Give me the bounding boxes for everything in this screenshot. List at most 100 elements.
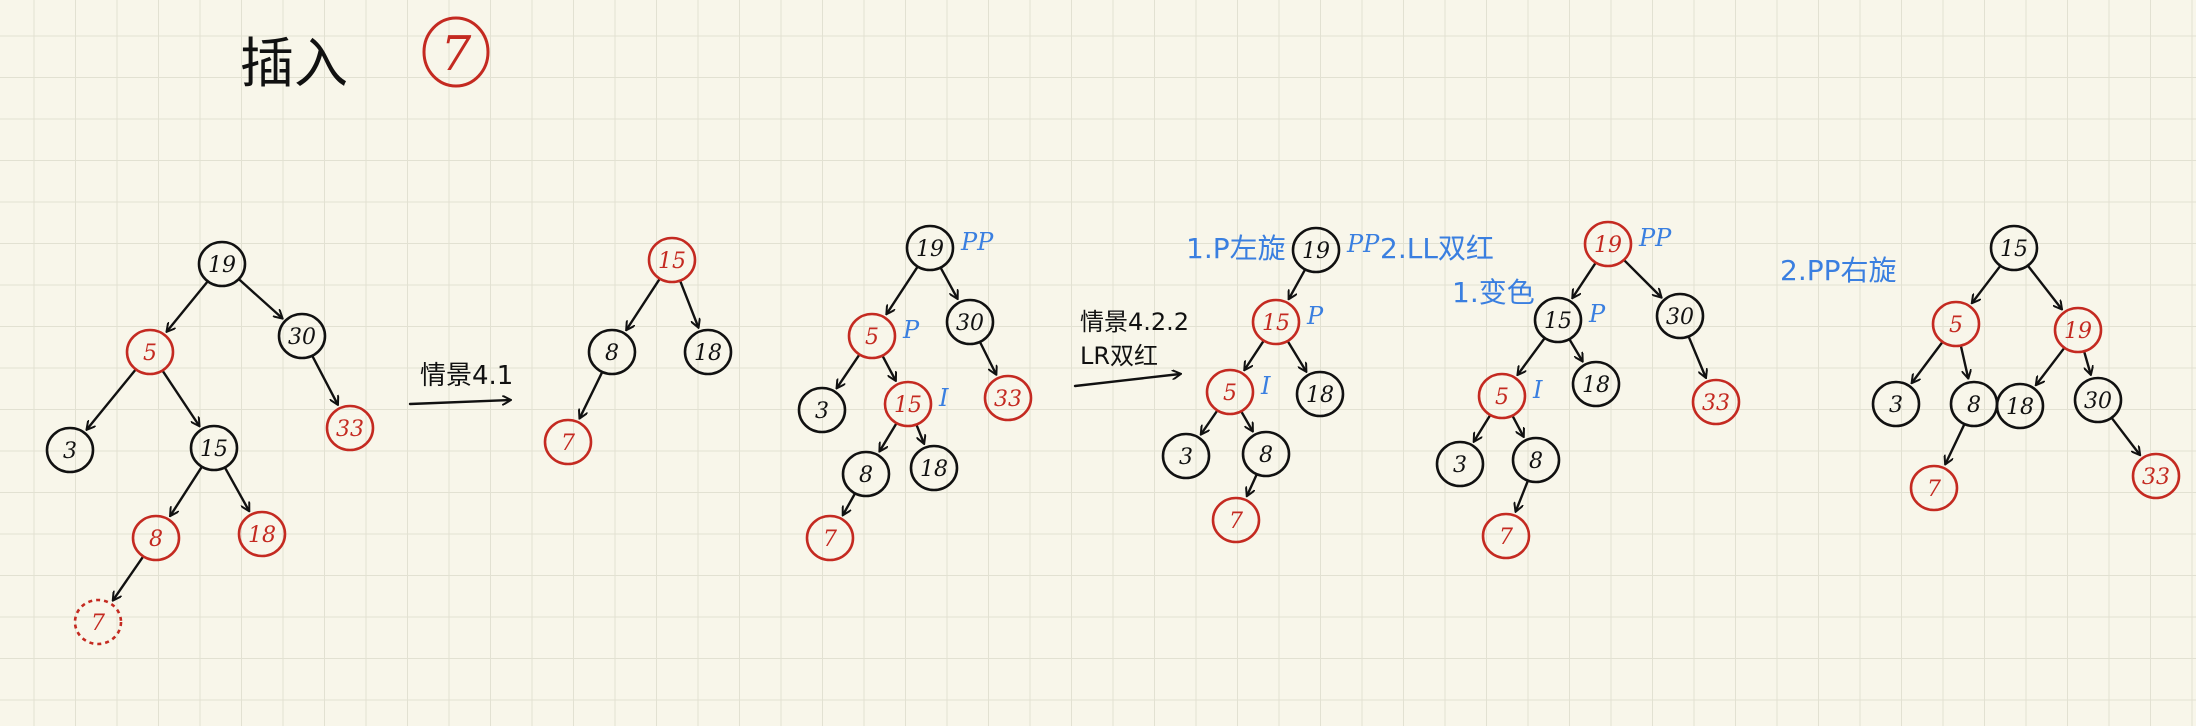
node-circle: [73, 598, 123, 646]
tree-edge: [843, 492, 856, 515]
tree-edge: [2027, 264, 2061, 309]
step-pp-right-rotate: 2.PP右旋: [1780, 254, 1897, 287]
node-circle: [131, 514, 181, 562]
node-role-tag: PP: [960, 228, 994, 256]
node-circle: [1583, 220, 1633, 268]
tree-edge: [1946, 423, 1966, 464]
node-circle: [797, 386, 847, 434]
tree-node: 5: [1931, 300, 1981, 348]
node-label: 5: [1495, 385, 1509, 410]
tree-node: 15: [1989, 224, 2039, 272]
tree-edge: [1247, 473, 1258, 496]
tree-edge: [1573, 262, 1597, 297]
node-role-tag: I: [938, 384, 949, 412]
tree-node: 33: [1691, 378, 1741, 426]
tree-edge: [837, 353, 861, 388]
node-circle: [683, 328, 733, 376]
node-label: 5: [1949, 313, 1963, 338]
node-circle: [1161, 432, 1211, 480]
node-label: 8: [1967, 393, 1981, 418]
node-circle: [841, 450, 891, 498]
node-role-tag: P: [1306, 302, 1324, 330]
node-circle: [197, 240, 247, 288]
tree-node: 8: [587, 328, 637, 376]
node-role-tag: I: [1532, 376, 1543, 404]
node-circle: [1211, 496, 1261, 544]
node-circle: [1655, 292, 1705, 340]
node-circle: [1477, 372, 1527, 420]
tree-node: 19 PP: [1291, 226, 1380, 274]
tree-edge: [311, 355, 338, 404]
node-label: 19: [1302, 239, 1330, 264]
node-label: 7: [1229, 509, 1243, 534]
tree-edge: [1623, 259, 1661, 297]
node-label: 19: [2064, 319, 2092, 344]
node-label: 15: [894, 393, 922, 418]
node-label: 30: [1666, 305, 1694, 330]
node-label: 7: [91, 611, 105, 636]
node-role-tag: I: [1260, 372, 1271, 400]
tree-edge: [1568, 338, 1583, 361]
tree-node: 5: [125, 328, 175, 376]
tree-edge: [979, 341, 996, 374]
node-circle: [277, 312, 327, 360]
node-circle: [1295, 370, 1345, 418]
tree-edge: [167, 280, 209, 331]
tree-edge: [1912, 341, 1944, 382]
tree-edge: [1972, 265, 2002, 302]
node-label: 8: [859, 463, 873, 488]
tree-edge: [1511, 415, 1524, 436]
node-label: 30: [2084, 389, 2112, 414]
node-circle: [905, 224, 955, 272]
tree-node: 3: [1435, 440, 1485, 488]
node-label: 15: [1544, 309, 1572, 334]
node-role-tag: PP: [1638, 224, 1672, 252]
tree-node: 7: [1211, 496, 1261, 544]
tree-node: 30: [277, 312, 327, 360]
node-label: 5: [143, 341, 157, 366]
node-circle: [543, 418, 593, 466]
node-role-tag: PP: [1346, 230, 1380, 258]
tree-node: 18: [683, 328, 733, 376]
tree-node: 7: [73, 598, 123, 646]
tree-node: 7: [543, 418, 593, 466]
node-circle: [945, 298, 995, 346]
node-circle: [805, 514, 855, 562]
tree-edge: [1289, 268, 1306, 298]
node-label: 30: [956, 311, 984, 336]
node-circle: [1533, 296, 1583, 344]
node-circle: [1205, 368, 1255, 416]
node-circle: [1511, 436, 1561, 484]
tree-edge: [1474, 414, 1492, 441]
node-circle: [2073, 376, 2123, 424]
tree-node: 18: [909, 444, 959, 492]
node-circle: [1481, 512, 1531, 560]
tree-edge: [1518, 337, 1546, 375]
node-circle: [883, 380, 933, 428]
tree-node: 8: [1241, 430, 1291, 478]
tree-node: 3: [1161, 432, 1211, 480]
tree-node: 30: [2073, 376, 2123, 424]
tree-edge: [881, 355, 896, 380]
tree-edge: [224, 466, 249, 510]
node-label: 3: [815, 399, 829, 424]
node-label: 33: [994, 387, 1022, 412]
arrow-case41: [408, 400, 510, 404]
step-ll-double-red: 2.LL双红: [1380, 232, 1494, 265]
node-label: 5: [1223, 381, 1237, 406]
tree-edge: [1286, 340, 1306, 371]
node-label: 30: [288, 325, 316, 350]
tree-edge: [171, 466, 203, 515]
node-label: 3: [1889, 393, 1903, 418]
node-circle: [45, 426, 95, 474]
node-label: 18: [694, 341, 722, 366]
node-circle: [1871, 380, 1921, 428]
